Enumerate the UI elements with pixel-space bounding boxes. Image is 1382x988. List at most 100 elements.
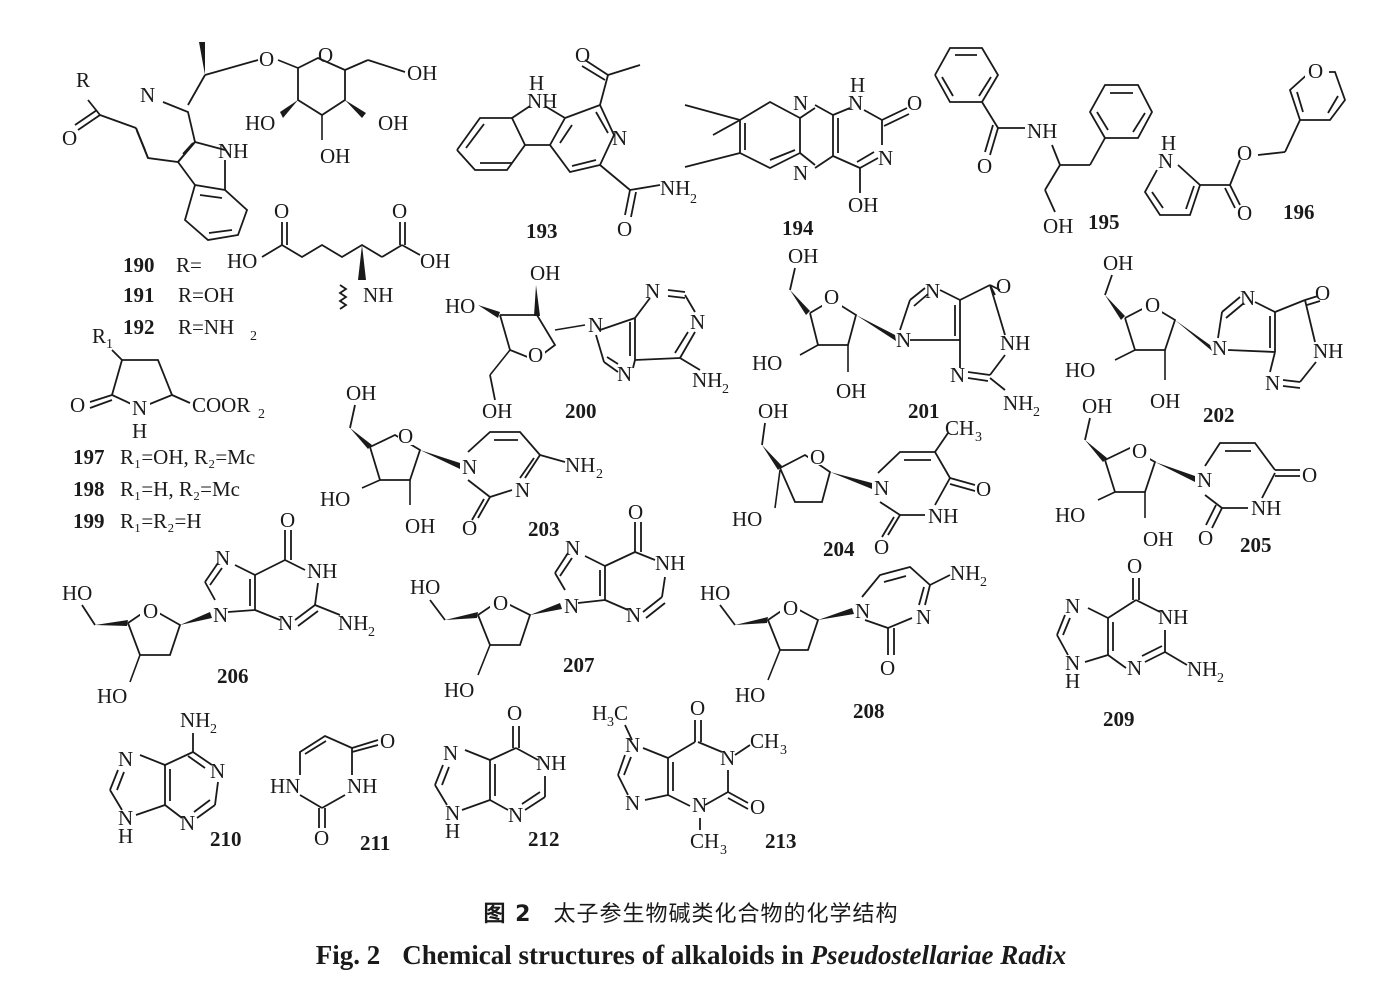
svg-text:NH: NH — [180, 708, 210, 732]
structure-209: O NH NH 2 N N N H 209 — [1056, 554, 1224, 731]
svg-text:NH: NH — [950, 561, 980, 585]
svg-text:2: 2 — [722, 382, 729, 397]
svg-text:N: N — [690, 310, 705, 334]
svg-text:HO: HO — [410, 575, 440, 599]
compound-label-199: 199 — [73, 509, 105, 533]
structure-197-199: R 1 O N H COOR 2 197 R₁=OH, R₂=Mc 198 R₁… — [70, 324, 265, 533]
svg-text:NH: NH — [338, 611, 368, 635]
svg-text:O: O — [318, 43, 333, 67]
svg-text:N: N — [916, 605, 931, 629]
svg-text:NH: NH — [655, 551, 685, 575]
compound-label-209: 209 — [1103, 707, 1135, 731]
r-group-label: R — [76, 68, 90, 92]
svg-text:NH: NH — [692, 368, 722, 392]
svg-text:2: 2 — [1217, 671, 1224, 686]
svg-text:HO: HO — [445, 294, 475, 318]
svg-text:O: O — [1127, 554, 1142, 578]
svg-text:O: O — [392, 199, 407, 223]
svg-text:N: N — [1212, 336, 1227, 360]
svg-text:O: O — [1237, 141, 1252, 165]
figure-number-en: Fig. 2 — [315, 940, 381, 970]
compound-label-194: 194 — [782, 216, 814, 240]
svg-text:O: O — [824, 285, 839, 309]
svg-text:O: O — [274, 199, 289, 223]
svg-text:HN: HN — [270, 774, 300, 798]
svg-text:2: 2 — [596, 467, 603, 482]
compound-label-195: 195 — [1088, 210, 1120, 234]
svg-text:HO: HO — [97, 684, 127, 708]
svg-text:N: N — [210, 759, 225, 783]
compound-label-190: 190 — [123, 253, 155, 277]
structure-193: NH H N O O NH 2 193 — [456, 43, 697, 243]
structure-207: HO O HO N N O NH N 207 — [410, 500, 685, 702]
svg-text:HO: HO — [245, 111, 275, 135]
svg-text:OH: OH — [420, 249, 450, 273]
svg-text:N: N — [213, 603, 228, 627]
svg-text:HO: HO — [735, 683, 765, 707]
svg-text:NH: NH — [1027, 119, 1057, 143]
svg-text:N: N — [1065, 594, 1080, 618]
compound-label-200: 200 — [565, 399, 597, 423]
svg-text:OH: OH — [482, 399, 512, 423]
svg-text:HO: HO — [1055, 503, 1085, 527]
compound-label-211: 211 — [360, 831, 390, 855]
svg-text:OH: OH — [836, 379, 866, 403]
chemical-structures-figure: R O N NH O O OH HO OH OH 190 R= 191 R=OH… — [62, 42, 1347, 858]
svg-text:N: N — [848, 91, 863, 115]
svg-text:O: O — [1315, 281, 1330, 305]
structure-206: HO O HO N N O NH N NH 2 206 — [62, 508, 375, 708]
compound-label-206: 206 — [217, 664, 249, 688]
svg-text:N: N — [612, 126, 627, 150]
compound-label-193: 193 — [526, 219, 558, 243]
svg-text:1: 1 — [106, 337, 113, 352]
caption-text-en: Chemical structures of alkaloids in — [402, 940, 811, 970]
svg-text:OH: OH — [1143, 527, 1173, 551]
svg-text:OH: OH — [320, 144, 350, 168]
structure-204: OH O HO N CH 3 O NH O 204 — [732, 399, 991, 561]
compound-label-198: 198 — [73, 477, 105, 501]
svg-text:O: O — [462, 516, 477, 540]
svg-text:3: 3 — [780, 743, 787, 758]
svg-text:NH: NH — [536, 751, 566, 775]
compound-label-213: 213 — [765, 829, 797, 853]
compound-label-201: 201 — [908, 399, 940, 423]
svg-text:HO: HO — [227, 249, 257, 273]
svg-text:NH: NH — [565, 453, 595, 477]
svg-text:O: O — [976, 477, 991, 501]
structure-190-192: R O N NH O O OH HO OH OH 190 R= 191 R=OH… — [62, 42, 450, 344]
svg-text:HO: HO — [1065, 358, 1095, 382]
caption-species-name: Pseudostellariae Radix — [810, 940, 1067, 970]
compound-label-191: 191 — [123, 283, 155, 307]
svg-text:O: O — [1145, 293, 1160, 317]
svg-text:2: 2 — [250, 329, 257, 344]
svg-text:OH: OH — [530, 261, 560, 285]
structure-196: H N O O O 196 — [1143, 59, 1347, 225]
compound-label-207: 207 — [563, 653, 595, 677]
svg-text:O: O — [750, 795, 765, 819]
svg-text:O: O — [280, 508, 295, 532]
svg-text:C: C — [614, 701, 628, 725]
svg-text:OH: OH — [788, 244, 818, 268]
structure-211: O HN NH O 211 — [270, 729, 395, 855]
svg-text:3: 3 — [607, 715, 614, 730]
svg-text:N: N — [180, 811, 195, 835]
svg-text:3: 3 — [975, 430, 982, 445]
svg-text:O: O — [874, 535, 889, 559]
svg-text:OH: OH — [758, 399, 788, 423]
svg-text:OH: OH — [1082, 394, 1112, 418]
svg-text:O: O — [314, 826, 329, 850]
svg-text:NH: NH — [347, 774, 377, 798]
svg-text:N: N — [1158, 149, 1173, 173]
figure-caption-english: Fig. 2 Chemical structures of alkaloids i… — [0, 940, 1382, 971]
svg-text:N: N — [443, 741, 458, 765]
svg-text:N: N — [508, 803, 523, 827]
structure-195: O NH OH 195 — [934, 47, 1154, 238]
svg-text:NH: NH — [660, 176, 690, 200]
svg-text:2: 2 — [368, 625, 375, 640]
compound-label-192: 192 — [123, 315, 155, 339]
svg-text:H: H — [1065, 669, 1080, 693]
svg-text:HO: HO — [62, 581, 92, 605]
structure-200: OH HO O OH N N N N NH 2 200 — [445, 261, 729, 423]
svg-text:O: O — [617, 217, 632, 241]
